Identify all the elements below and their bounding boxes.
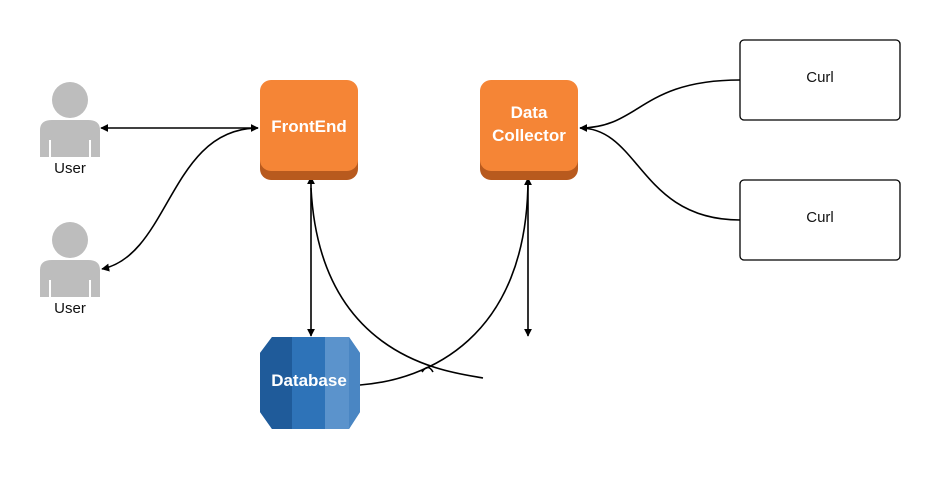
edge-database-collector — [359, 177, 532, 386]
edge-frontend-curve — [310, 187, 484, 379]
collector-label-line1: Data — [511, 103, 548, 122]
frontend-node: FrontEnd — [260, 80, 358, 180]
curl-label: Curl — [806, 209, 834, 226]
data-collector-node: Data Collector — [480, 80, 578, 180]
database-label: Database — [271, 371, 347, 390]
edge-curl2-collector — [579, 127, 741, 221]
database-node: Database — [260, 337, 360, 429]
frontend-label: FrontEnd — [271, 117, 347, 136]
edge-curl1-collector — [579, 79, 741, 132]
user-icon — [40, 222, 100, 297]
edge-user2-frontend — [101, 127, 259, 272]
curl-node-1: Curl — [739, 39, 901, 121]
curl-label: Curl — [806, 69, 834, 86]
curl-node-2: Curl — [739, 179, 901, 261]
user-node-1: User — [40, 82, 100, 177]
user-node-2: User — [40, 222, 100, 317]
edge-crossing-hop — [421, 366, 434, 373]
edges — [100, 79, 741, 386]
user-label: User — [54, 160, 86, 177]
user-icon — [40, 82, 100, 157]
collector-label-line2: Collector — [492, 126, 566, 145]
user-label: User — [54, 300, 86, 317]
